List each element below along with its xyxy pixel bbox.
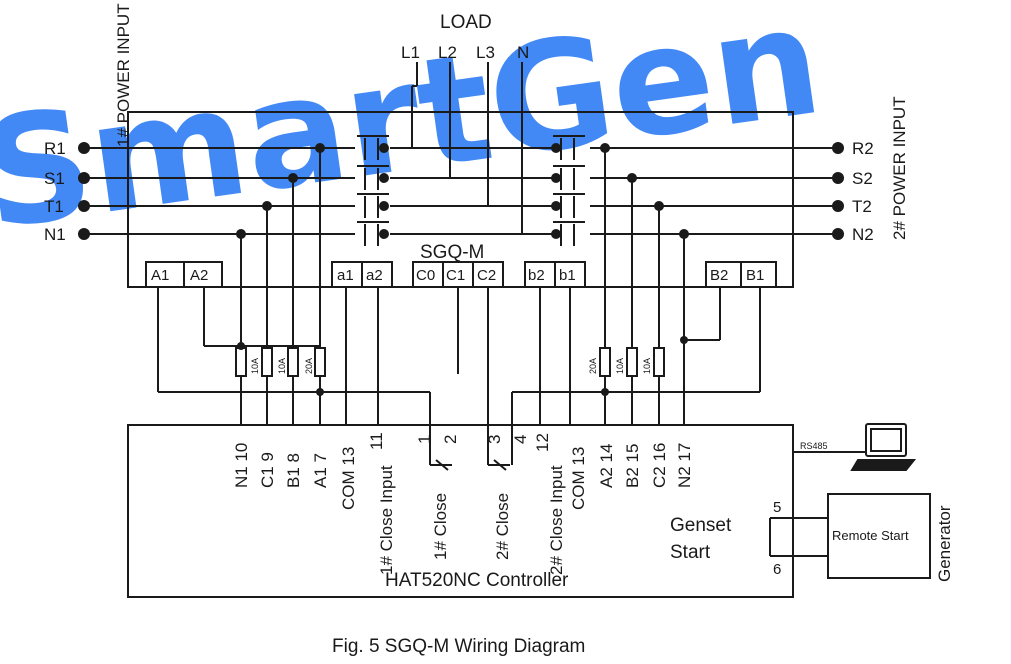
controller-terminal-b1-8: B1 8 <box>284 453 303 488</box>
fuse-right-3: 10A <box>642 358 652 374</box>
controller-terminal-com13-right: COM 13 <box>569 447 588 510</box>
terminal-a2-lower: a2 <box>366 267 383 284</box>
terminal-b1-lower: b1 <box>559 267 576 284</box>
close-2-label: 2# Close <box>493 493 512 560</box>
close-input-2-label: 2# Close Input <box>547 465 566 575</box>
controller-terminal-1: 1 <box>415 435 434 444</box>
close-input-1-label: 1# Close Input <box>377 465 396 575</box>
terminal-a2: A2 <box>190 267 208 284</box>
controller-name: HAT520NC Controller <box>385 570 569 591</box>
load-phase-l3: L3 <box>476 43 495 62</box>
left-input-title: 1# POWER INPUT <box>114 3 133 147</box>
controller-terminal-4: 4 <box>511 435 530 444</box>
controller-terminal-a1-7: A1 7 <box>311 453 330 488</box>
load-label: LOAD <box>440 12 492 33</box>
fuse-left-1: 10A <box>250 358 260 374</box>
controller-terminal-n1-10: N1 10 <box>232 443 251 488</box>
controller-terminal-2: 2 <box>441 435 460 444</box>
left-line-r1: R1 <box>44 139 66 158</box>
switch-contacts-left <box>357 135 389 246</box>
figure-caption: Fig. 5 SGQ-M Wiring Diagram <box>332 636 585 657</box>
terminal-b1: B1 <box>746 267 764 284</box>
terminal-c1: C1 <box>446 267 465 284</box>
switch-label: SGQ-M <box>420 242 484 263</box>
rs485-label: RS485 <box>800 441 828 451</box>
controller-terminal-n2-17: N2 17 <box>675 443 694 488</box>
genset-start-label-2: Start <box>670 542 711 563</box>
terminal-b2-lower: b2 <box>528 267 545 284</box>
left-line-s1: S1 <box>44 169 65 188</box>
junction-dots <box>78 142 844 396</box>
controller-terminal-3: 3 <box>485 435 504 444</box>
fuse-right-1: 20A <box>588 358 598 374</box>
load-phase-l1: L1 <box>401 43 420 62</box>
controller-terminal-b2-15: B2 15 <box>623 444 642 488</box>
right-input-title: 2# POWER INPUT <box>890 96 909 240</box>
right-line-s2: S2 <box>852 169 873 188</box>
controller-terminal-11: 11 <box>367 432 386 450</box>
laptop-icon <box>850 423 917 471</box>
switch-contacts-right <box>553 135 585 246</box>
terminal-c0: C0 <box>416 267 435 284</box>
load-phase-l2: L2 <box>438 43 457 62</box>
remote-start-label: Remote Start <box>832 528 909 543</box>
left-line-t1: T1 <box>44 197 64 216</box>
generator-label: Generator <box>935 505 954 582</box>
controller-terminal-12: 12 <box>533 433 552 452</box>
close-1-label: 1# Close <box>431 493 450 560</box>
left-line-n1: N1 <box>44 225 66 244</box>
genset-terminal-5: 5 <box>773 499 781 516</box>
right-line-r2: R2 <box>852 139 874 158</box>
terminal-a1-lower: a1 <box>337 267 354 284</box>
controller-box <box>127 424 794 598</box>
fuse-left-2: 10A <box>277 358 287 374</box>
load-phase-n: N <box>517 43 529 62</box>
terminal-c2: C2 <box>477 267 496 284</box>
remote-start-box <box>827 493 931 579</box>
controller-terminal-c2-16: C2 16 <box>650 443 669 488</box>
controller-terminal-c1-9: C1 9 <box>258 452 277 488</box>
controller-terminal-a2-14: A2 14 <box>597 444 616 488</box>
terminal-a1: A1 <box>151 267 169 284</box>
controller-terminal-com13-left: COM 13 <box>339 447 358 510</box>
right-line-t2: T2 <box>852 197 872 216</box>
fuse-right-2: 10A <box>615 358 625 374</box>
right-line-n2: N2 <box>852 225 874 244</box>
genset-start-label-1: Genset <box>670 515 732 536</box>
fuse-left-3: 20A <box>304 358 314 374</box>
genset-terminal-6: 6 <box>773 561 781 578</box>
terminal-b2: B2 <box>710 267 728 284</box>
